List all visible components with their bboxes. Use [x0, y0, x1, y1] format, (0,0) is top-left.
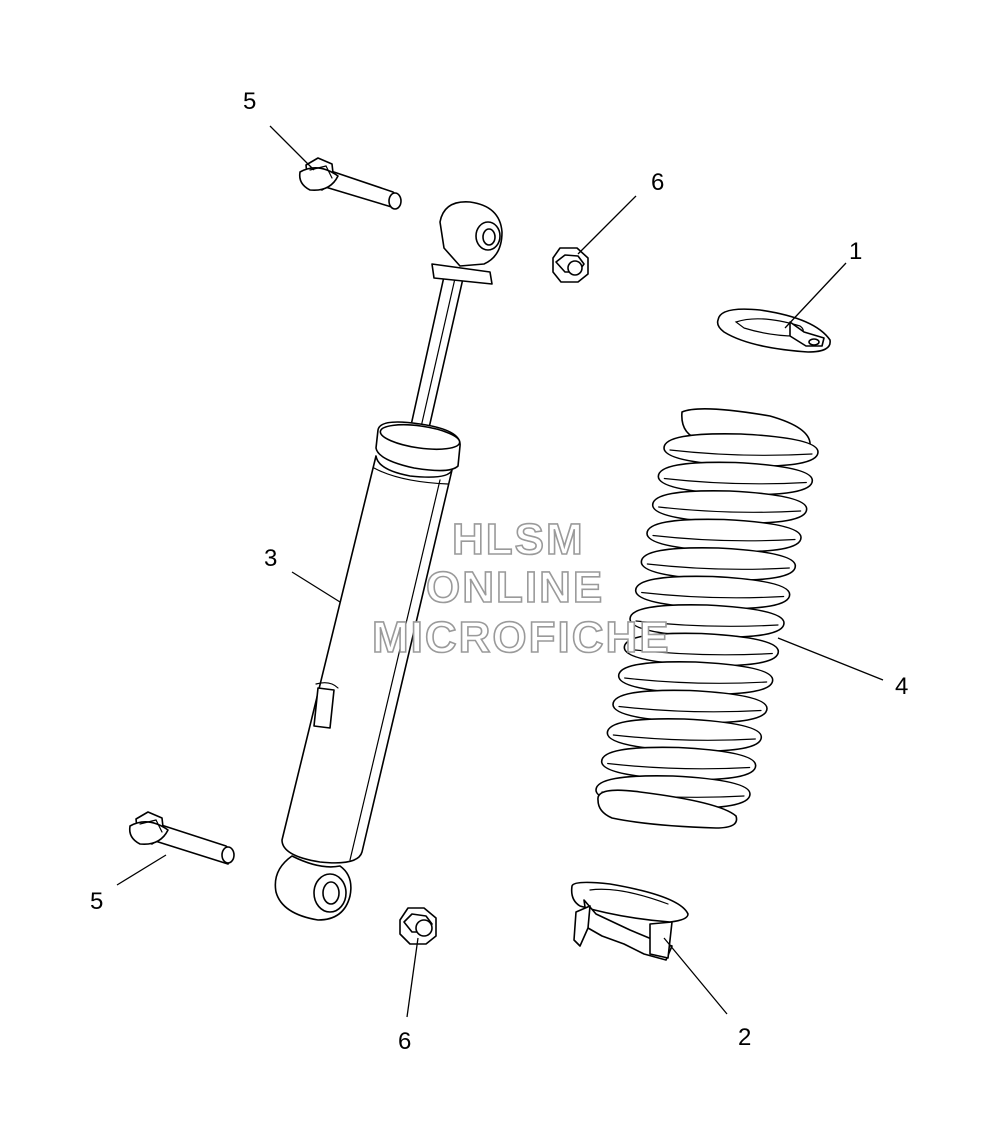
- spring-coil: [606, 717, 763, 753]
- spring-coil: [600, 746, 757, 781]
- part-2-lower-spring-seat: [570, 881, 689, 961]
- spring-coil: [640, 546, 797, 582]
- callout-5-upper: 5: [243, 88, 257, 115]
- leader-6a: [577, 195, 637, 255]
- part-5-upper-bolt: [298, 157, 402, 210]
- leader-1: [784, 262, 847, 329]
- spring-coil: [617, 660, 774, 696]
- callout-1: 1: [849, 238, 863, 265]
- callout-6-lower: 6: [398, 1028, 412, 1055]
- spring-coil-edge: [618, 705, 762, 713]
- spring-coil-edge: [646, 563, 790, 570]
- part-5-lower-bolt: [128, 811, 235, 865]
- part-6-upper-nut: [552, 247, 589, 283]
- spring-coil-edge: [658, 506, 802, 513]
- leader-3: [291, 571, 341, 603]
- spring-coil-edge: [624, 677, 768, 684]
- spring-coil: [657, 461, 814, 496]
- spring-coil: [651, 489, 808, 525]
- spring-coil-edge: [669, 449, 813, 456]
- watermark-line-1: HLSM: [451, 515, 585, 564]
- part-4-coil-spring: [595, 408, 819, 829]
- spring-coil-edge: [663, 477, 807, 485]
- spring-coil-edge: [635, 620, 779, 627]
- leader-2: [663, 937, 728, 1015]
- callout-4: 4: [895, 673, 909, 700]
- leader-5a: [269, 125, 315, 171]
- part-1-upper-spring-seat: [716, 308, 831, 353]
- spring-coil-edge: [612, 734, 756, 741]
- watermark-line-3: MICROFICHE: [371, 613, 671, 662]
- spring-coil-edge: [652, 534, 796, 542]
- leader-5b: [116, 854, 167, 886]
- spring-coil-edge: [607, 762, 751, 770]
- spring-coil-edge: [641, 591, 785, 599]
- callout-3: 3: [264, 545, 278, 572]
- callout-5-lower: 5: [90, 888, 104, 915]
- leader-lines: [116, 125, 884, 1018]
- spring-coil: [612, 689, 768, 724]
- leader-4: [777, 637, 884, 681]
- spring-coil-edge: [629, 648, 773, 656]
- callout-2: 2: [738, 1024, 752, 1051]
- callout-6-upper: 6: [651, 169, 665, 196]
- leader-6b: [406, 937, 419, 1018]
- part-6-lower-nut: [399, 907, 437, 945]
- spring-coil: [634, 575, 791, 610]
- watermark-line-2: ONLINE: [425, 563, 605, 612]
- part-3-shock-absorber: [274, 201, 503, 921]
- spring-coil: [646, 518, 802, 553]
